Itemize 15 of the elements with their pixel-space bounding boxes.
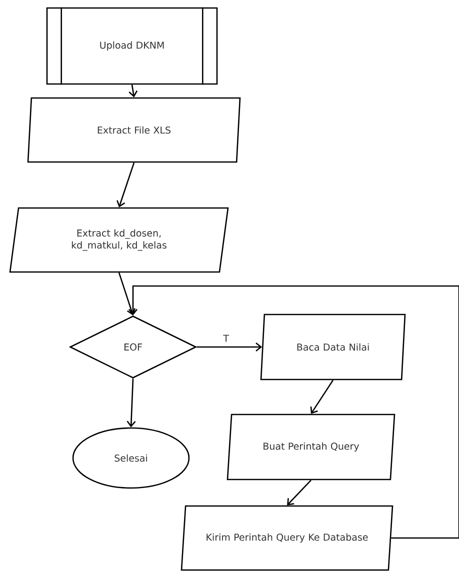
data-parallelogram: Extract File XLS bbox=[27, 97, 241, 163]
arrow bbox=[128, 84, 138, 98]
data-parallelogram: Kirim Perintah Query Ke Database bbox=[180, 505, 394, 571]
arrow bbox=[126, 378, 136, 428]
data-parallelogram: Buat Perintah Query bbox=[226, 414, 396, 480]
arrow bbox=[128, 285, 459, 539]
arrow bbox=[310, 380, 334, 414]
arrow bbox=[116, 162, 135, 208]
data-parallelogram: Baca Data Nilai bbox=[260, 314, 406, 380]
arrow bbox=[118, 272, 136, 316]
process-box: Upload DKNM bbox=[46, 7, 218, 85]
arrow bbox=[287, 480, 312, 506]
data-parallelogram: Extract kd_dosen, kd_matkul, kd_kelas bbox=[9, 207, 229, 273]
arrow bbox=[196, 342, 262, 352]
edge-label: T bbox=[222, 334, 230, 343]
